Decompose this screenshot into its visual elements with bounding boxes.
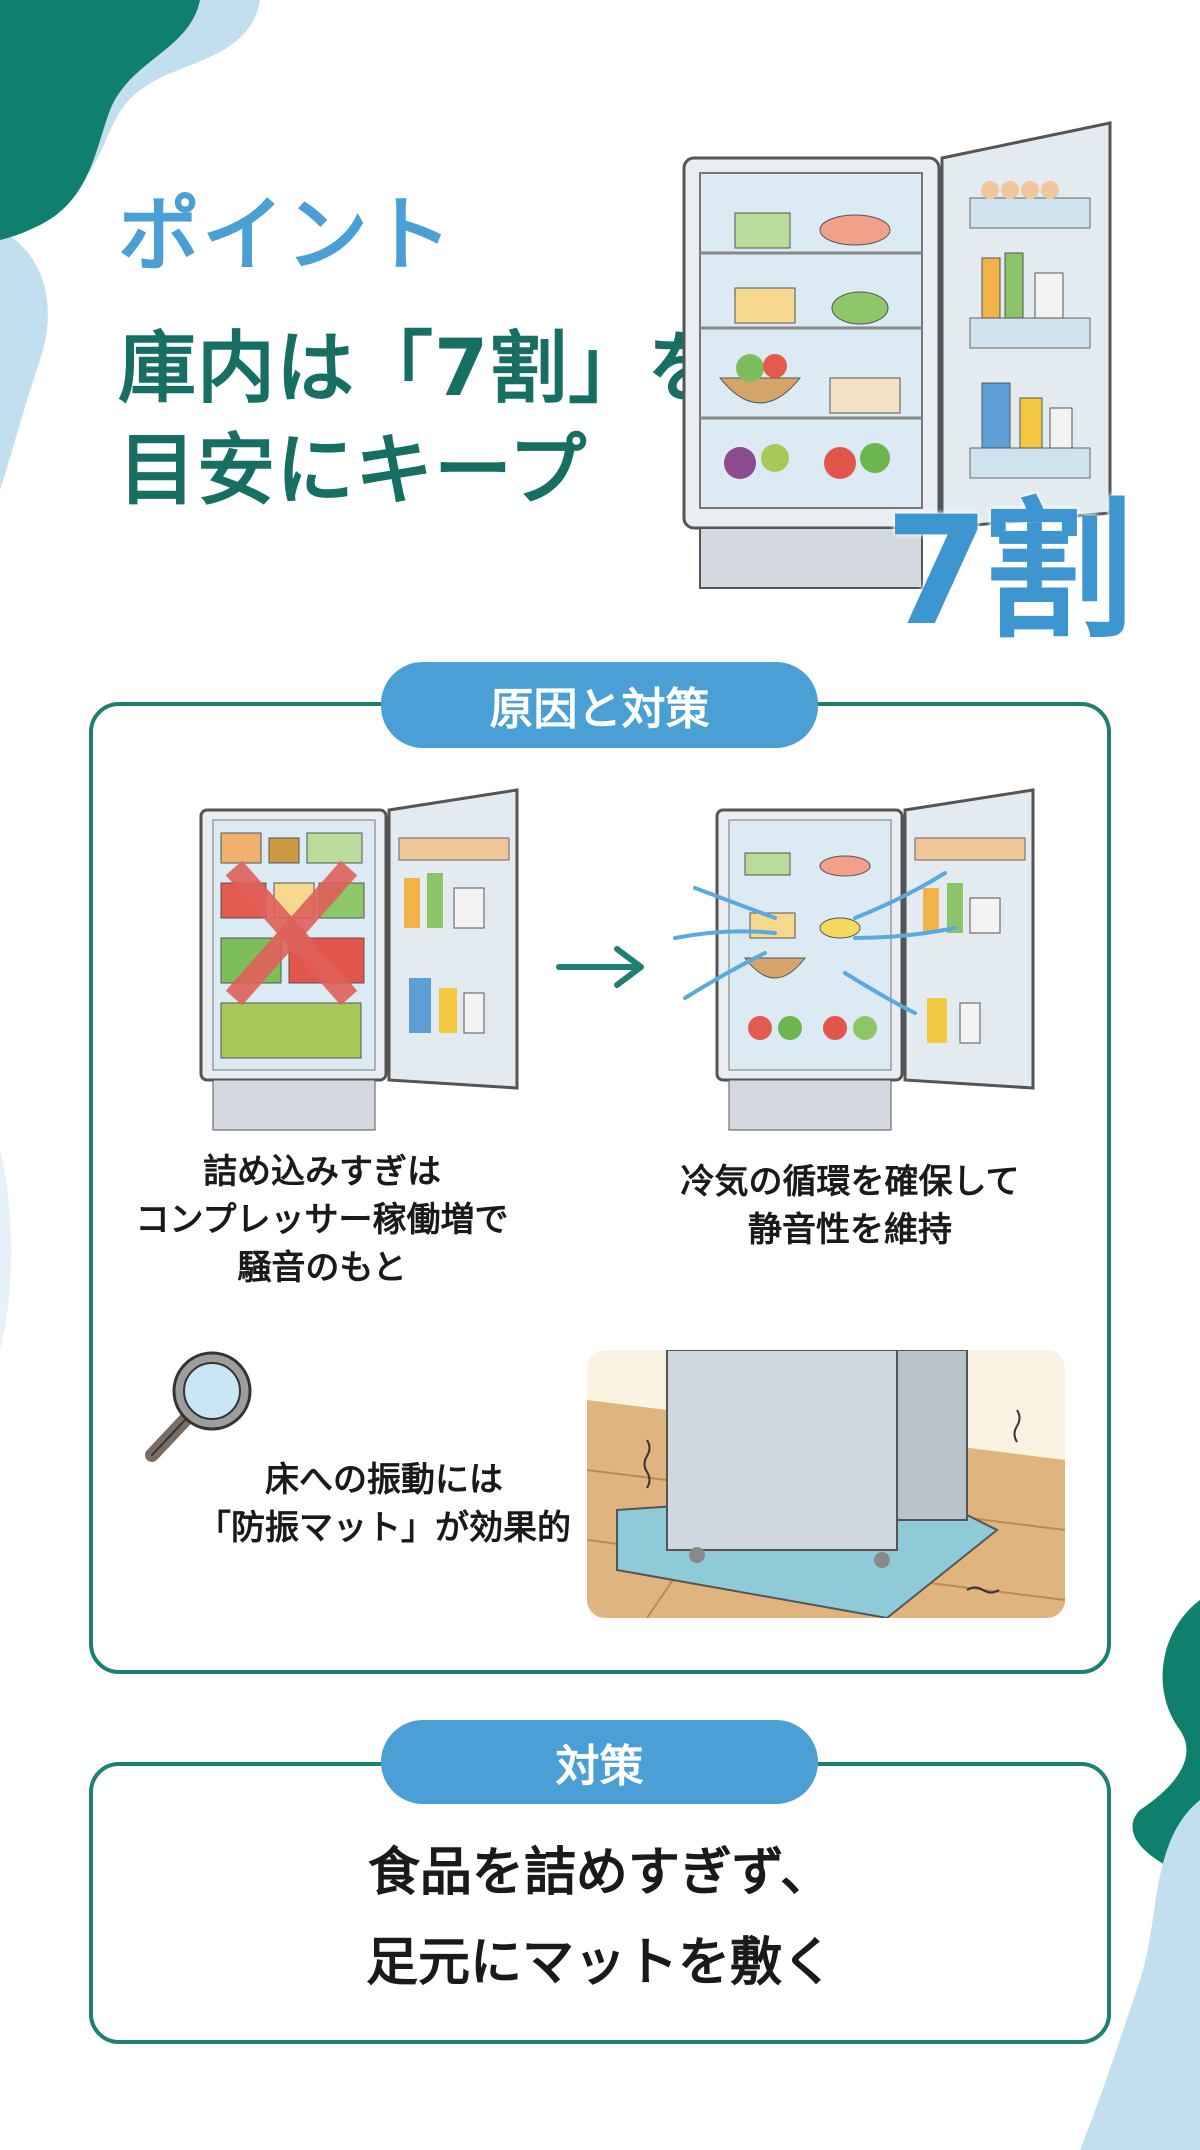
airflow-arrows-icon	[673, 871, 957, 1015]
caption-line: 床への振動には	[265, 1460, 503, 1500]
point-label: ポイント	[118, 188, 455, 283]
solution-heading: 対策	[381, 1720, 818, 1804]
title-line-1: 庫内は「7割」を	[118, 324, 727, 414]
title-line-2: 目安にキープ	[118, 426, 588, 516]
well-ventilated-fridge-illustration	[673, 788, 1035, 1131]
decorative-blob-left	[0, 1150, 12, 1350]
caption-line: 静音性を維持	[748, 1210, 952, 1250]
mat-caption: 床への振動には 「防振マット」が効果的	[184, 1456, 584, 1552]
caption-line: 「防振マット」が効果的	[197, 1508, 571, 1548]
decorative-blob-top-left	[0, 0, 260, 490]
decorative-blob-bottom-right	[1080, 1600, 1200, 2150]
overfilled-fridge-illustration	[199, 788, 519, 1131]
overfill-caption: 詰め込みすぎは コンプレッサー稼働増で 騒音のもと	[122, 1148, 522, 1292]
solution-section	[89, 1762, 1111, 2044]
causes-heading: 原因と対策	[381, 662, 818, 748]
solution-line: 食品を詰めすぎず、	[367, 1843, 833, 1903]
seven-wari-badge: 7割	[885, 485, 1133, 659]
magnifier-icon	[145, 1351, 252, 1462]
fridge-70-percent-illustration	[682, 121, 1112, 589]
caption-line: 騒音のもと	[237, 1248, 407, 1288]
caption-line: 詰め込みすぎは	[203, 1152, 441, 1192]
arrow-right-icon	[556, 946, 644, 988]
ventilation-caption: 冷気の循環を確保して 静音性を維持	[640, 1158, 1060, 1254]
page-title: 庫内は「7割」を 目安にキープ	[118, 318, 726, 522]
solution-line: 足元にマットを敷く	[365, 1933, 834, 1993]
solution-text: 食品を詰めすぎず、 足元にマットを敷く	[89, 1828, 1111, 2008]
caption-line: コンプレッサー稼働増で	[135, 1200, 509, 1240]
cross-mark-icon	[225, 860, 358, 1006]
anti-vibration-mat-illustration	[587, 1350, 1065, 1618]
caption-line: 冷気の循環を確保して	[680, 1162, 1020, 1202]
